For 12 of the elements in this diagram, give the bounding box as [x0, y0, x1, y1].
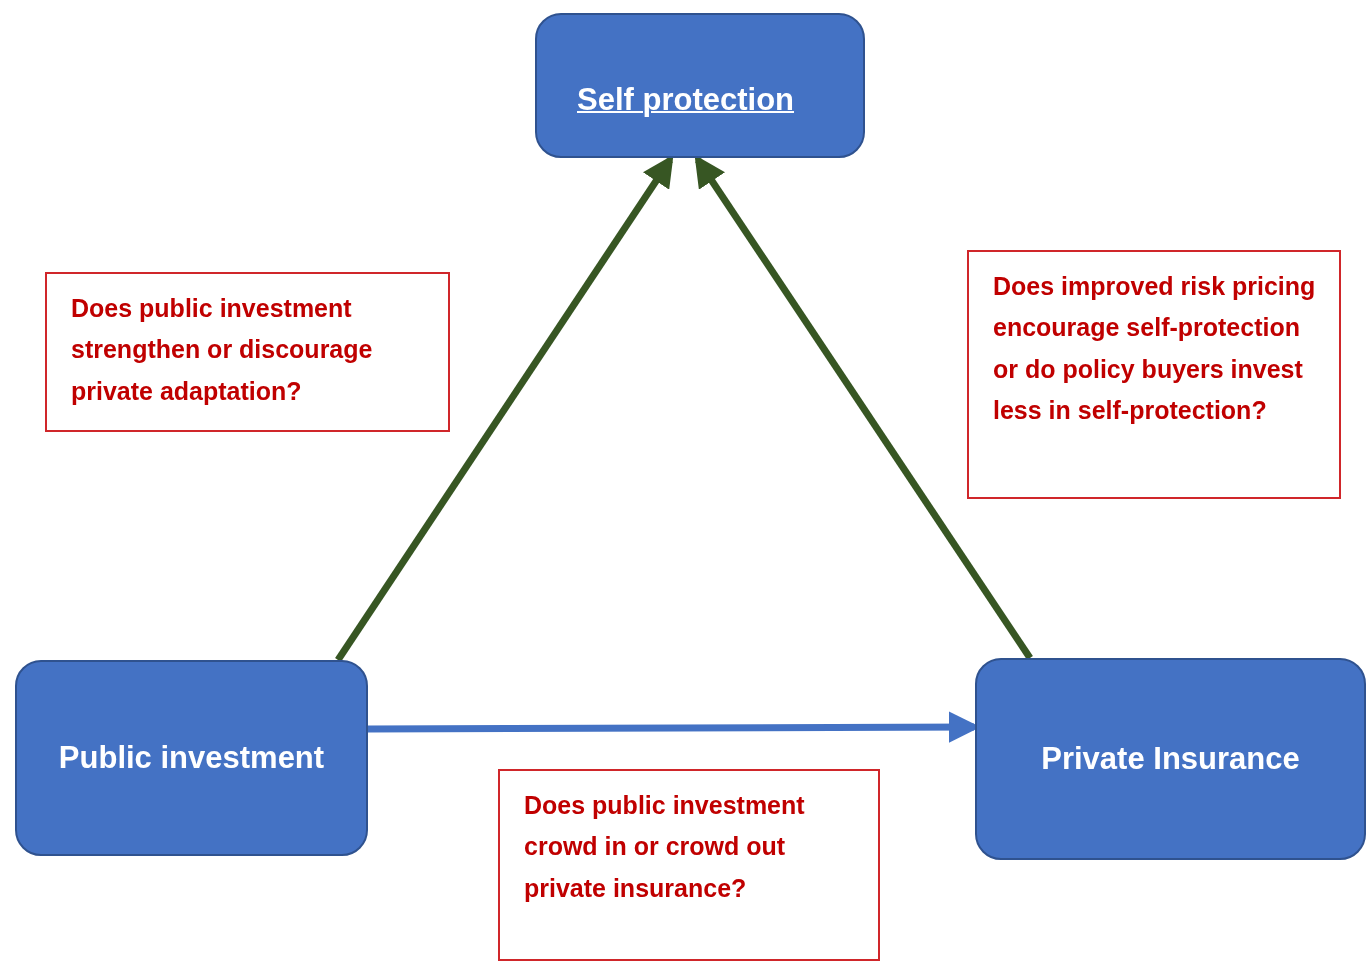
concept-label: Private Insurance [1040, 740, 1301, 779]
concept-box [975, 658, 1366, 860]
question-text: Does public investment crowd in or crowd out private insurance? [524, 790, 806, 904]
concept-box [535, 13, 865, 158]
question-box [498, 769, 880, 961]
question-text: Does public investment strengthen or discourage private adaptation? [71, 293, 374, 407]
question-text: Does improved risk pricing encourage self-protection or do policy buyers invest less in self-protection? [993, 271, 1317, 426]
concept-box [15, 660, 368, 856]
question-box [967, 250, 1341, 499]
question-box [45, 272, 450, 432]
concept-label: Self protection [576, 80, 795, 119]
concept-label: Public investment [57, 739, 326, 778]
